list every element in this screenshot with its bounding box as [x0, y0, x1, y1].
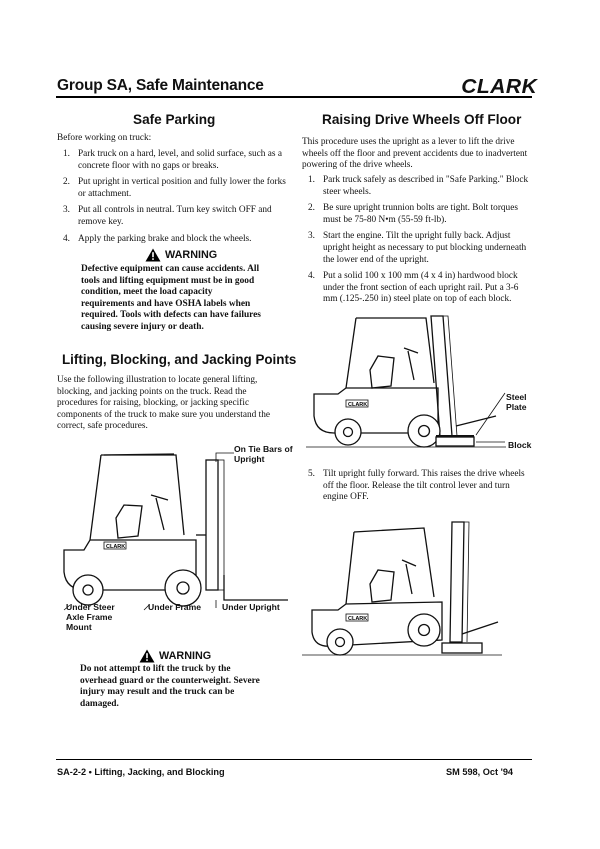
step-number: 3.	[308, 231, 315, 242]
tilt-forward-wheels-raised-illustration: CLARK	[302, 521, 502, 656]
step-text: Start the engine. Tilt the upright fully…	[323, 231, 527, 265]
callout-steel-plate: Steel Plate	[506, 392, 527, 412]
page-header-title: Group SA, Safe Maintenance	[57, 77, 264, 94]
step-text: Put upright in vertical position and ful…	[78, 177, 286, 199]
footer-rule	[56, 759, 532, 760]
warning-heading-2: WARNING	[139, 649, 211, 663]
header-rule	[56, 96, 532, 98]
truck-brand-label: CLARK	[348, 616, 367, 622]
truck-brand-label: CLARK	[106, 544, 125, 550]
list-item: 3. Start the engine. Tilt the upright ful…	[308, 231, 532, 266]
callout-tie-bars: On Tie Bars of Upright	[234, 444, 293, 464]
warning-label: WARNING	[165, 249, 218, 261]
warning-triangle-icon	[145, 248, 161, 262]
step-text: Apply the parking brake and block the wh…	[78, 233, 252, 244]
lifting-heading: Lifting, Blocking, and Jacking Points	[62, 352, 297, 367]
list-item: 4. Apply the parking brake and block the …	[63, 234, 288, 246]
safe-parking-steps: 1. Park truck on a hard, level, and solid…	[63, 149, 288, 250]
step-text: Park truck on a hard, level, and solid s…	[78, 149, 282, 171]
list-item: 3. Put all controls in neutral. Turn key …	[63, 205, 288, 228]
step-number: 3.	[63, 205, 70, 216]
list-item: 4. Put a solid 100 x 100 mm (4 x 4 in) ha…	[308, 271, 532, 306]
warning-text-2: Do not attempt to lift the truck by the …	[80, 664, 260, 709]
step-number: 1.	[308, 175, 315, 185]
step-number: 1.	[63, 149, 70, 159]
tilt-back-blocking-illustration: CLARK	[306, 315, 506, 448]
callout-under-upright: Under Upright	[222, 602, 280, 612]
step-number: 4.	[308, 271, 315, 282]
clark-logo: CLARK	[461, 76, 538, 98]
lifting-points-illustration: CLARK	[63, 452, 288, 611]
footer-section-label: SA-2-2 • Lifting, Jacking, and Blocking	[57, 767, 225, 777]
truck-brand-label: CLARK	[348, 402, 367, 408]
callout-steer-axle: Under Steer Axle Frame Mount	[66, 602, 115, 632]
warning-text-1: Defective equipment can cause accidents.…	[81, 264, 261, 332]
callout-under-frame: Under Frame	[148, 602, 202, 612]
list-item: 2. Be sure upright trunnion bolts are tig…	[308, 203, 532, 226]
warning-triangle-icon	[139, 649, 155, 663]
step-text: Be sure upright trunnion bolts are tight…	[323, 203, 518, 225]
raising-step-5: 5. Tilt upright fully forward. This rais…	[308, 469, 532, 504]
warning-label: WARNING	[159, 650, 212, 662]
raising-steps: 1. Park truck safely as described in "Saf…	[308, 175, 532, 311]
step-text: Tilt upright fully forward. This raises …	[323, 469, 525, 503]
safe-parking-intro: Before working on truck:	[57, 133, 152, 143]
step-text: Put a solid 100 x 100 mm (4 x 4 in) hard…	[323, 271, 519, 305]
list-item: 1. Park truck safely as described in "Saf…	[308, 175, 532, 198]
warning-heading-1: WARNING	[145, 248, 217, 262]
list-item: 2. Put upright in vertical position and f…	[63, 177, 288, 200]
list-item: 1. Park truck on a hard, level, and solid…	[63, 149, 288, 172]
step-number: 2.	[63, 177, 70, 188]
step-text: Park truck safely as described in "Safe …	[323, 175, 529, 197]
lifting-intro: Use the following illustration to locate…	[57, 375, 270, 432]
callout-block: Block	[508, 440, 532, 450]
step-number: 2.	[308, 203, 315, 214]
footer-doc-id: SM 598, Oct '94	[446, 767, 514, 777]
safe-parking-heading: Safe Parking	[133, 112, 216, 127]
step-text: Put all controls in neutral. Turn key sw…	[78, 205, 272, 227]
step-number: 4.	[63, 233, 70, 244]
step-number: 5.	[308, 469, 315, 479]
raising-heading: Raising Drive Wheels Off Floor	[322, 112, 522, 127]
raising-intro: This procedure uses the upright as a lev…	[302, 137, 528, 171]
